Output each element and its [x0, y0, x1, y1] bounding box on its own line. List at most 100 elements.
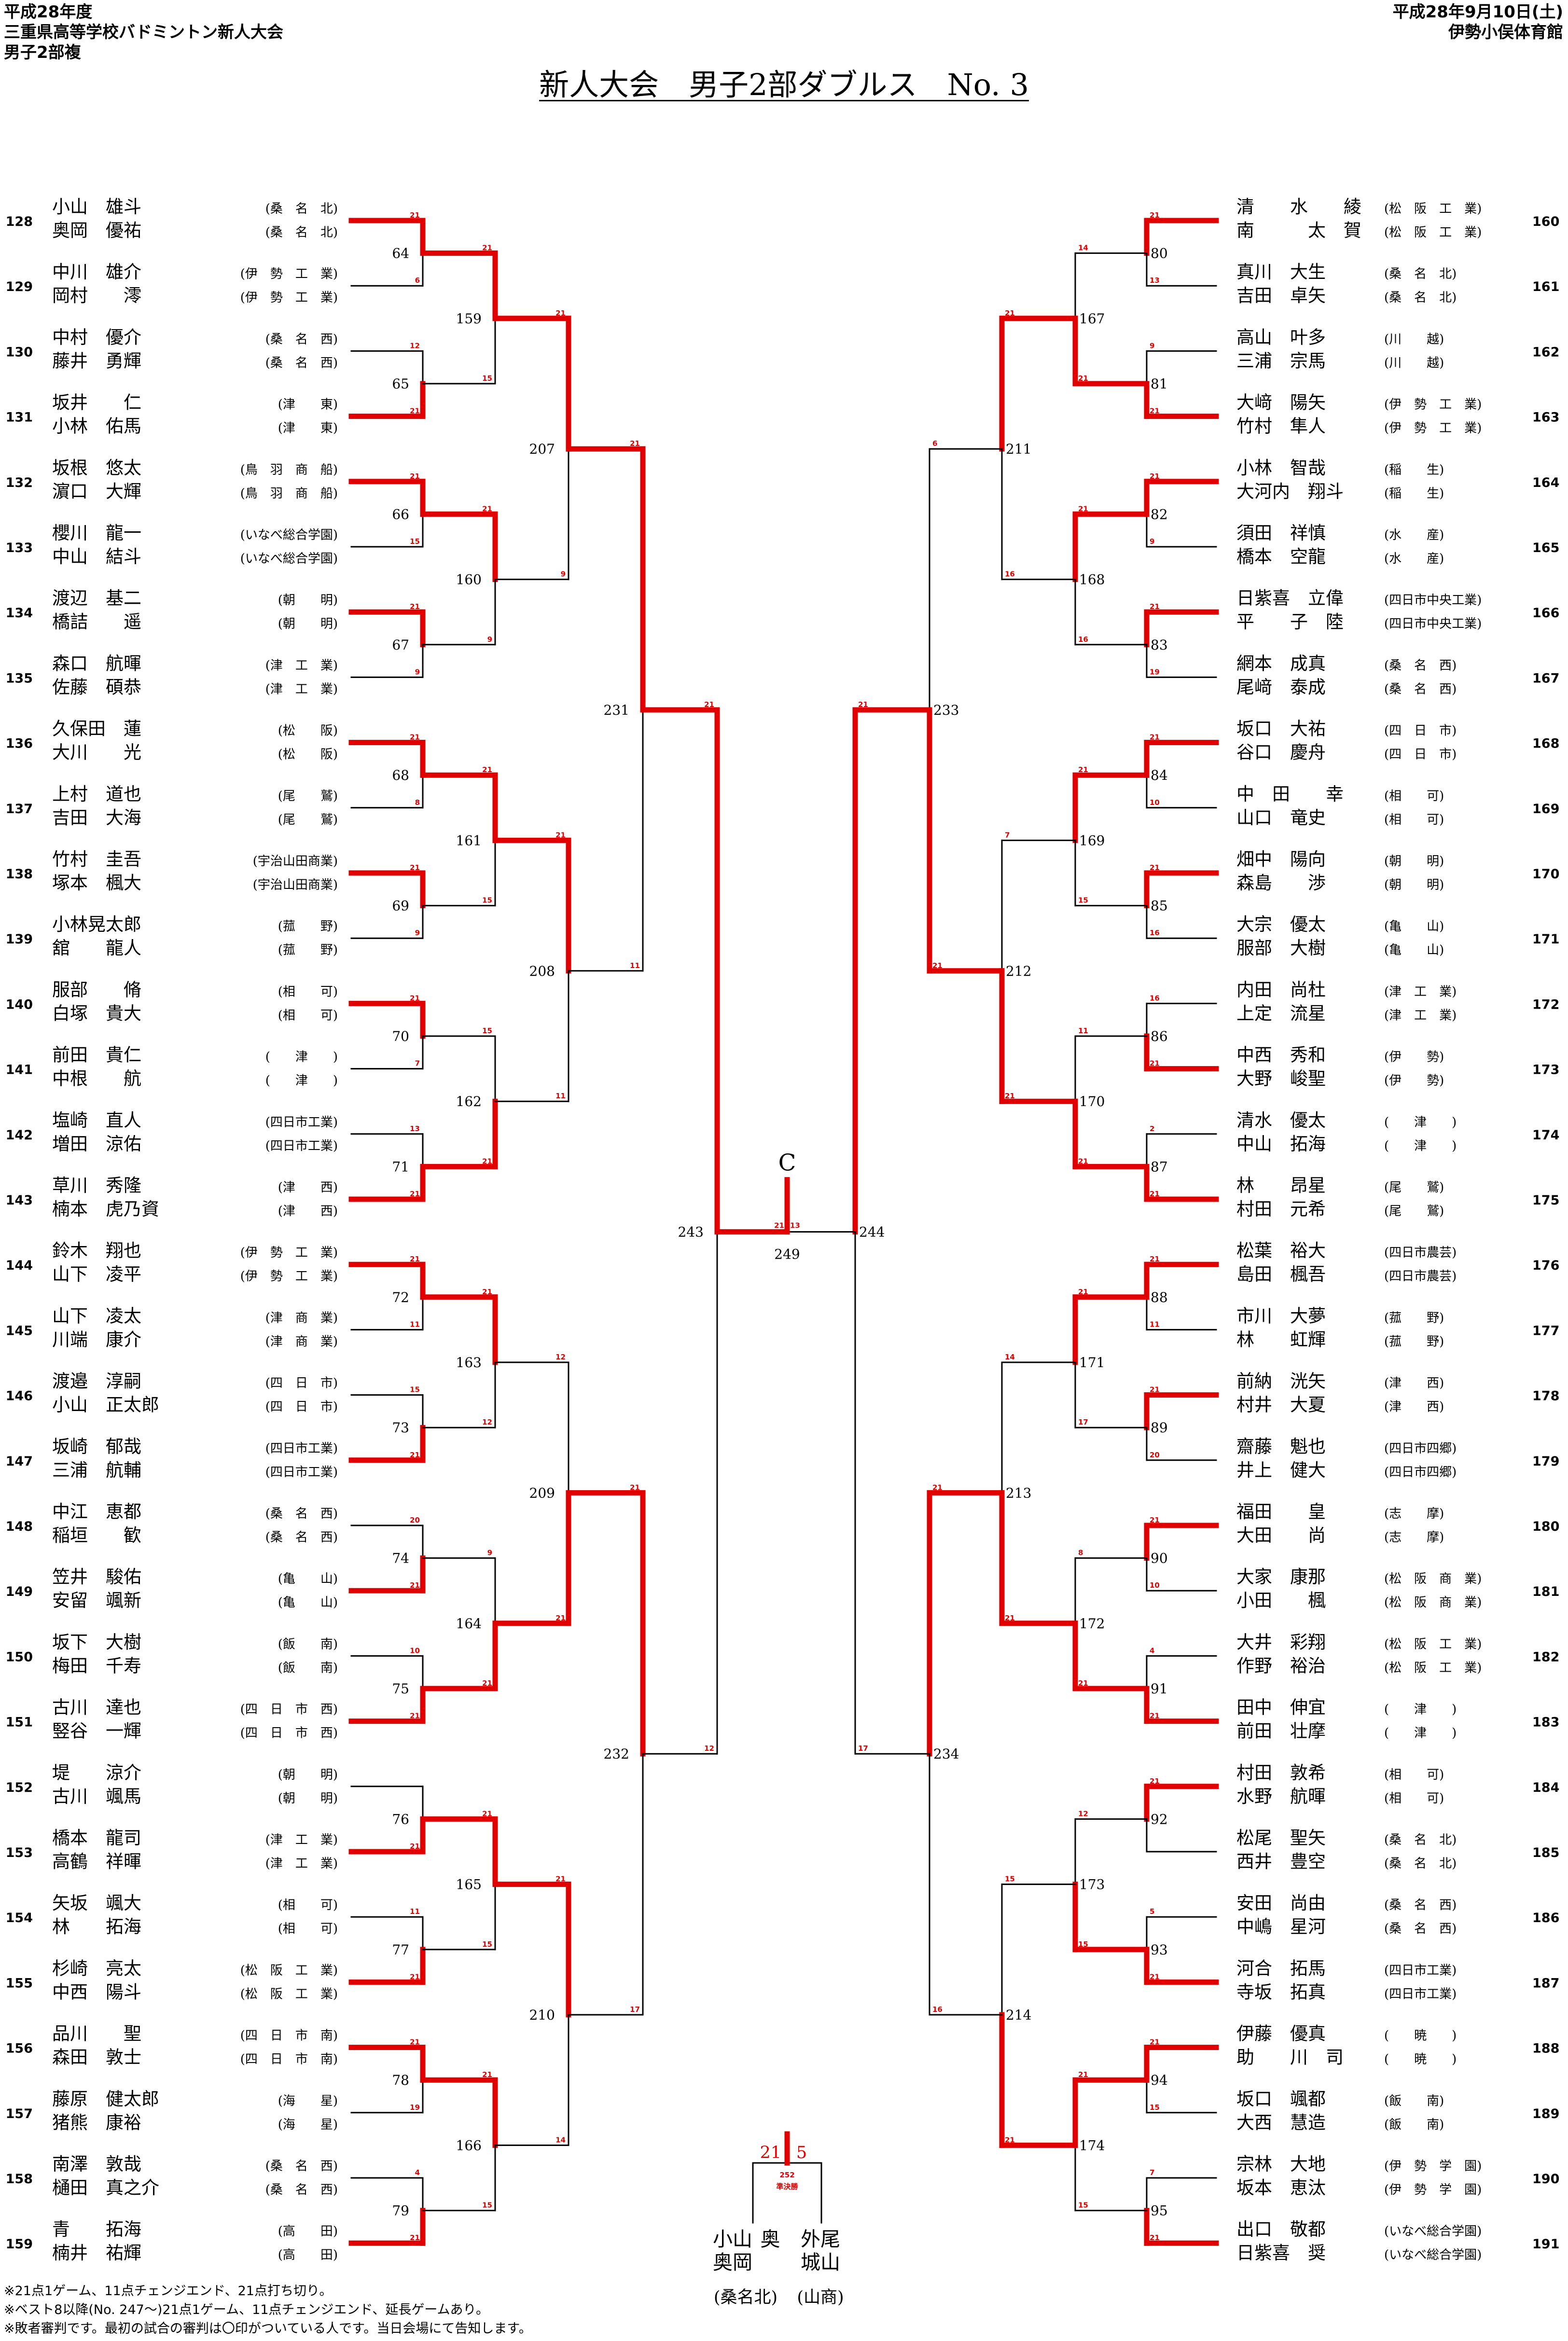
seed-number: 184: [1532, 1780, 1559, 1795]
school-name: (鳥 羽 商 船): [240, 486, 338, 501]
player-name: 堤 涼介: [52, 1762, 141, 1783]
player-name: 作野 裕治: [1236, 1655, 1326, 1676]
match-score: 11: [410, 1907, 420, 1916]
match-score: 15: [1005, 1875, 1015, 1884]
seed-number: 189: [1532, 2106, 1559, 2121]
school-name: (津 工 業): [1384, 984, 1457, 999]
school-name: (尾 鷲): [278, 789, 338, 803]
match-score: 7: [1005, 831, 1010, 839]
match-score: 21: [1150, 1516, 1160, 1524]
player-name: 林 拓海: [52, 1916, 141, 1937]
match-number: 91: [1151, 1681, 1168, 1697]
match-score: 16: [1005, 570, 1015, 579]
match-score: 15: [482, 374, 492, 383]
match-score: 17: [630, 2005, 640, 2014]
match-score: 12: [555, 1353, 566, 1361]
school-name: (飯 南): [278, 1661, 338, 1675]
seed-number: 158: [6, 2172, 33, 2187]
seed-number: 172: [1532, 997, 1559, 1012]
school-name: (朝 明): [278, 593, 338, 608]
match-score: 10: [410, 1646, 420, 1655]
match-score: 21: [410, 733, 420, 742]
seed-number: 151: [6, 1715, 33, 1730]
school-name: (伊 勢): [1384, 1050, 1444, 1065]
seed-number: 164: [1532, 475, 1559, 490]
school-name: (相 可): [1384, 789, 1444, 803]
match-score: 15: [482, 896, 492, 905]
school-name: (桑 名 西): [1384, 1922, 1457, 1936]
final-match-number: 249: [774, 1247, 800, 1262]
school-name: (相 可): [278, 1922, 338, 1936]
school-name: (松 阪 工 業): [1384, 225, 1482, 240]
school-name: (海 星): [278, 2094, 338, 2108]
seed-number: 129: [6, 279, 33, 294]
match-number: 174: [1079, 2137, 1105, 2153]
player-name: 服部 脩: [52, 979, 141, 1000]
school-name: (伊 勢 工 業): [240, 267, 338, 281]
school-name: (桑 名 北): [1384, 291, 1457, 305]
seed-number: 170: [1532, 867, 1559, 882]
school-name: (四日市四郷): [1384, 1465, 1457, 1480]
school-name: (松 阪 商 業): [1384, 1595, 1482, 1610]
player-name: 水野 航暉: [1236, 1786, 1326, 1807]
school-name: (相 可): [278, 1898, 338, 1912]
player-name: 三浦 航輔: [52, 1460, 141, 1481]
player-name: 大井 彩翔: [1236, 1632, 1326, 1652]
player-name: 高鶴 祥暉: [52, 1851, 141, 1872]
match-number: 80: [1151, 246, 1168, 262]
venue: 伊勢小俣体育館: [1448, 23, 1563, 42]
seed-number: 157: [6, 2106, 33, 2121]
seed-number: 145: [6, 1323, 33, 1338]
seed-number: 149: [6, 1584, 33, 1599]
school-name: (四 日 市 西): [240, 1726, 338, 1741]
school-name: (津 工 業): [265, 1833, 338, 1847]
match-score: 21: [555, 831, 566, 839]
player-name: 真川 大生: [1236, 262, 1326, 282]
school-name: (飯 南): [1384, 2118, 1444, 2132]
school-name: ( 津 ): [1384, 1139, 1457, 1153]
player-name: 南 太 賀: [1236, 220, 1361, 241]
player-name: 橋本 龍司: [52, 1828, 141, 1848]
school-name: (四 日 市): [1384, 748, 1457, 762]
match-score: 21: [1005, 1092, 1015, 1100]
match-number: 64: [392, 246, 409, 262]
seed-number: 173: [1532, 1063, 1559, 1078]
school-name: (尾 鷲): [278, 813, 338, 827]
match-number: 83: [1151, 637, 1168, 653]
player-name: 岡村 澪: [52, 285, 141, 306]
player-name: 橋詰 遥: [52, 611, 141, 632]
match-score: 21: [482, 1679, 492, 1688]
player-name: 日紫喜 奨: [1236, 2243, 1326, 2263]
match-number: 67: [392, 637, 409, 653]
match-number: 89: [1151, 1420, 1168, 1436]
player-name: 楠井 祐輝: [52, 2243, 141, 2263]
match-number: 88: [1151, 1289, 1168, 1305]
match-score: 21: [410, 2038, 420, 2047]
third-place-name: 奥岡: [713, 2251, 752, 2274]
seed-number: 147: [6, 1454, 33, 1469]
match-number: 160: [456, 572, 482, 588]
school-name: (菰 野): [1384, 1311, 1444, 1325]
player-name: 大宗 優太: [1236, 914, 1326, 935]
match-score: 21: [1150, 733, 1160, 742]
player-name: 小山 雄斗: [52, 196, 141, 217]
seed-number: 154: [6, 1911, 33, 1925]
note-2: ※ベスト8以降(No. 247〜)21点1ゲーム、11点チェンジエンド、延長ゲー…: [4, 2302, 489, 2317]
player-name: 井上 健大: [1236, 1460, 1326, 1481]
player-name: 吉田 卓矢: [1236, 285, 1326, 306]
school-name: (四日市中央工業): [1384, 617, 1482, 631]
match-score: 21: [410, 994, 420, 1002]
player-name: 塚本 楓大: [52, 873, 141, 893]
school-name: (志 摩): [1384, 1507, 1444, 1521]
school-name: (四日市工業): [265, 1465, 338, 1480]
school-name: (伊 勢 工 業): [1384, 398, 1482, 412]
player-name: 寺坂 拓真: [1236, 1981, 1326, 2002]
match-score: 21: [1150, 1385, 1160, 1394]
school-name: ( 暁 ): [1384, 2052, 1457, 2067]
school-name: (朝 明): [278, 1768, 338, 1782]
school-name: (亀 山): [278, 1595, 338, 1610]
school-name: ( 津 ): [265, 1050, 338, 1065]
seed-number: 191: [1532, 2237, 1559, 2252]
seed-number: 141: [6, 1063, 33, 1078]
school-name: (桑 名 西): [265, 2159, 338, 2174]
